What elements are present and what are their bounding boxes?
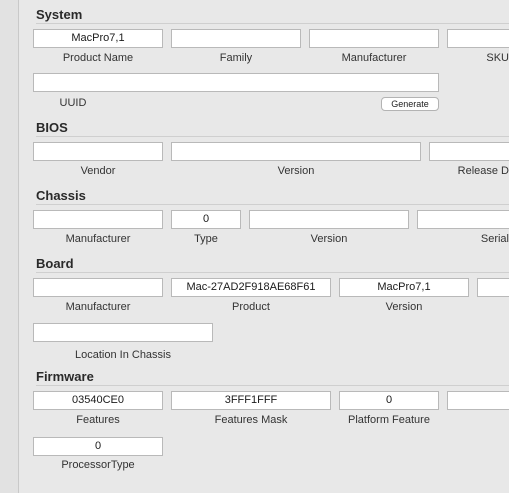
section-divider: [36, 385, 509, 386]
system-uuid-label: UUID: [59, 97, 87, 109]
section-divider: [36, 272, 509, 273]
chassis-version-field[interactable]: [249, 210, 409, 229]
sidebar-edge: [0, 0, 19, 493]
firmware-features-mask-label: Features Mask: [214, 414, 288, 426]
system-uuid-field[interactable]: [33, 73, 439, 92]
section-title-firmware: Firmware: [36, 369, 94, 384]
section-title-bios: BIOS: [36, 120, 68, 135]
firmware-features-mask-field[interactable]: 3FFF1FFF: [171, 391, 331, 410]
bios-release-date-label: Release D: [457, 165, 509, 177]
firmware-processor-type-field[interactable]: 0: [33, 437, 163, 456]
system-manufacturer-field[interactable]: [309, 29, 439, 48]
chassis-type-label: Type: [194, 233, 218, 245]
system-product-name-field[interactable]: MacPro7,1: [33, 29, 163, 48]
board-manufacturer-label: Manufacturer: [65, 301, 131, 313]
chassis-version-label: Version: [310, 233, 348, 245]
section-title-system: System: [36, 7, 83, 22]
section-title-chassis: Chassis: [36, 188, 86, 203]
chassis-serial-label: Serial: [480, 233, 509, 245]
board-product-label: Product: [232, 301, 270, 313]
board-product-field[interactable]: Mac-27AD2F918AE68F61: [171, 278, 331, 297]
firmware-platform-feature-field[interactable]: 0: [339, 391, 439, 410]
firmware-features-label: Features: [76, 414, 120, 426]
firmware-extra-field[interactable]: [447, 391, 509, 410]
bios-version-field[interactable]: [171, 142, 421, 161]
board-version-field[interactable]: MacPro7,1: [339, 278, 469, 297]
bios-vendor-field[interactable]: [33, 142, 163, 161]
firmware-platform-feature-label: Platform Feature: [348, 414, 430, 426]
system-manufacturer-label: Manufacturer: [341, 52, 407, 64]
system-sku-field[interactable]: [447, 29, 509, 48]
system-family-field[interactable]: [171, 29, 301, 48]
chassis-manufacturer-label: Manufacturer: [65, 233, 131, 245]
section-title-board: Board: [36, 256, 74, 271]
board-location-label: Location In Chassis: [75, 349, 171, 361]
board-manufacturer-field[interactable]: [33, 278, 163, 297]
smbios-panel: System MacPro7,1 Product Name Family Man…: [19, 0, 509, 493]
board-location-field[interactable]: [33, 323, 213, 342]
section-divider: [36, 23, 509, 24]
firmware-processor-type-label: ProcessorType: [61, 459, 135, 471]
generate-uuid-button[interactable]: Generate: [381, 97, 439, 111]
chassis-serial-field[interactable]: [417, 210, 509, 229]
system-product-name-label: Product Name: [62, 52, 134, 64]
system-family-label: Family: [219, 52, 253, 64]
chassis-type-field[interactable]: 0: [171, 210, 241, 229]
chassis-manufacturer-field[interactable]: [33, 210, 163, 229]
bios-release-date-field[interactable]: [429, 142, 509, 161]
board-extra-field[interactable]: [477, 278, 509, 297]
bios-vendor-label: Vendor: [80, 165, 116, 177]
firmware-features-field[interactable]: 03540CE0: [33, 391, 163, 410]
section-divider: [36, 136, 509, 137]
section-divider: [36, 204, 509, 205]
board-version-label: Version: [385, 301, 423, 313]
bios-version-label: Version: [277, 165, 315, 177]
system-sku-label: SKU: [486, 52, 509, 64]
